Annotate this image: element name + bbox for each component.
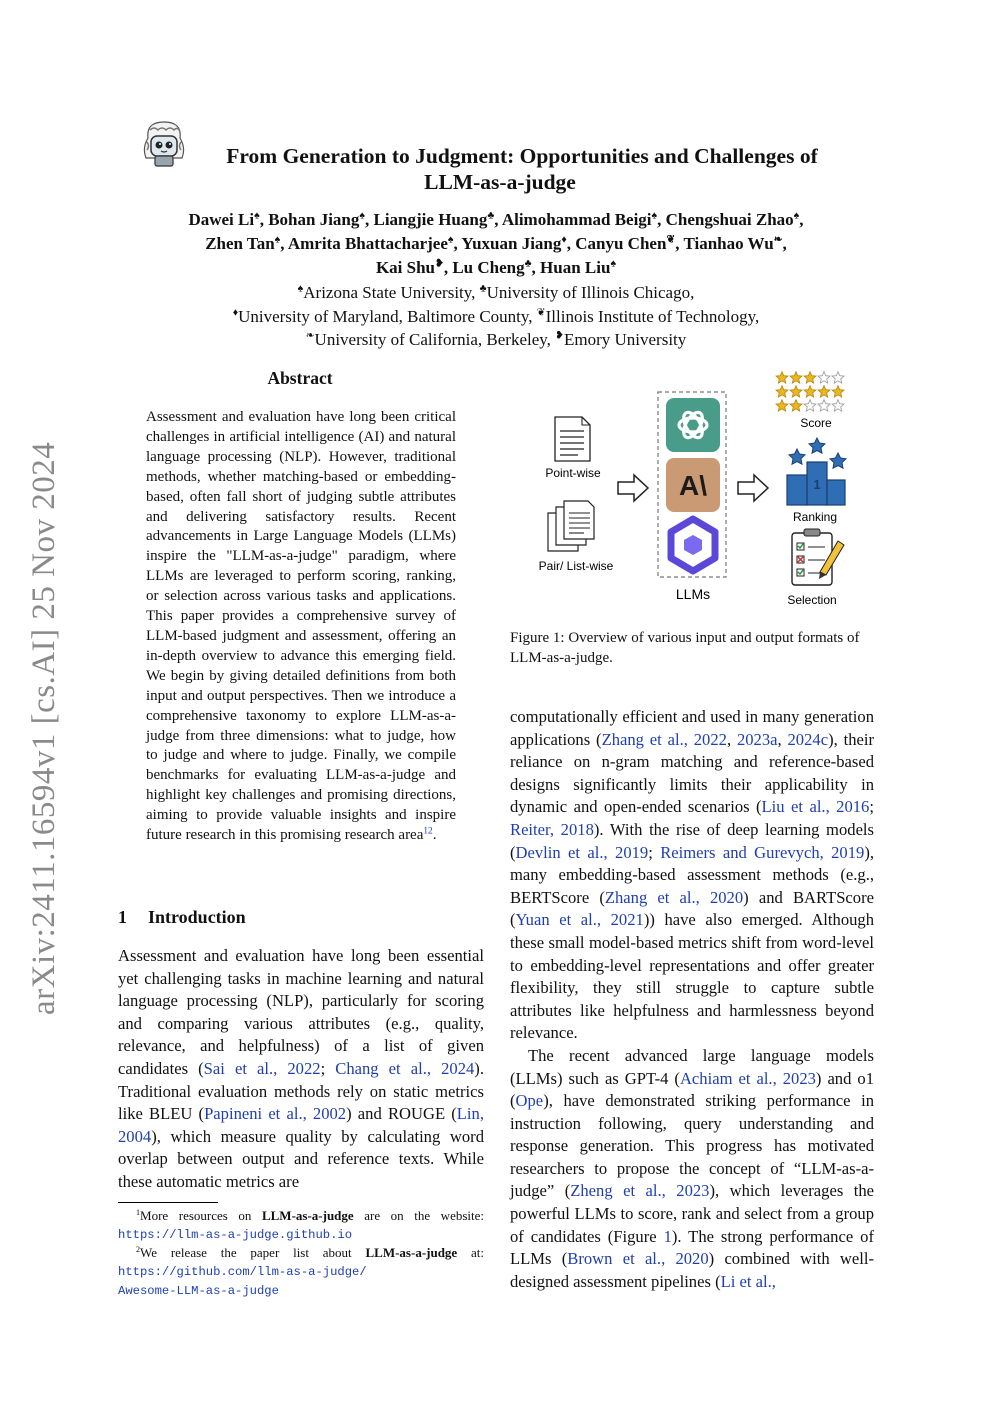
intro-right-column: computationally efficient and used in ma… [510,706,874,1293]
affiliation: ♦University of Maryland, Baltimore Count… [232,306,533,326]
author: Chengshuai Zhao♠ [665,210,800,229]
empty-star [831,370,845,384]
section-title: Introduction [148,907,246,927]
paper-title: From Generation to Judgment: Opportuniti… [100,143,900,195]
author: Lu Cheng♣ [452,258,532,277]
citation-link[interactable]: Sai et al., 2022 [203,1058,321,1078]
svg-text:A\: A\ [679,470,707,501]
intro-paragraph: The recent advanced large language model… [510,1045,875,1291]
author: Kai Shu❥ [375,258,444,277]
footnotes: 1More resources on LLM-as-a-judge are on… [118,1207,484,1301]
llm-group-box [657,391,727,578]
website-link[interactable]: https://llm-as-a-judge.github.io [118,1227,353,1242]
intro-paragraph: Assessment and evaluation have long been… [118,946,484,1191]
anthropic-logo-icon: A\ [666,458,720,512]
affiliation: ❧University of California, Berkeley, [305,330,551,349]
citation-link[interactable]: Zhang et al., 2020 [604,887,744,907]
filled-star [803,384,817,398]
citation-link[interactable]: Achiam et al., 2023 [679,1068,816,1088]
citation-link[interactable]: Papineni et al., 2002 [204,1104,347,1124]
filled-star [817,384,831,398]
author: Huan Liu♠ [540,258,617,277]
title-line-1: From Generation to Judgment: Opportuniti… [226,144,818,168]
documents-stack-icon [547,500,595,552]
footnote-2: 2We release the paper list about LLM-as-… [118,1245,485,1299]
intro-left-column: Assessment and evaluation have long been… [118,945,484,1194]
citation-link[interactable]: 2023a [736,729,778,749]
section-number: 1 [118,907,127,927]
citation-link[interactable]: Chang et al., 2024 [335,1058,475,1078]
affiliation: ❦Illinois Institute of Technology, [536,306,760,326]
title-line-2: LLM-as-a-judge [424,170,576,194]
empty-star [831,398,845,412]
filled-star [775,398,789,412]
llms-label: LLMs [676,586,710,602]
footnote-marker[interactable]: 12 [423,826,433,837]
filled-star [803,370,817,384]
filled-star [789,384,803,398]
author-list: Dawei Li♠, Bohan Jiang♠, Liangjie Huang♣… [188,210,804,277]
ranking-podium-icon: 1 [786,436,848,506]
section-heading: 1 Introduction [118,907,246,928]
filled-star [789,398,803,412]
author: Canyu Chen❦ [575,234,676,253]
affiliation-list: ♠Arizona State University, ♣University o… [100,281,892,352]
stars-rating-icon [775,370,845,412]
citation-link[interactable]: Brown et al., 2020 [567,1249,709,1269]
openai-logo-icon [666,398,720,452]
abstract-body: Assessment and evaluation have long been… [146,409,456,844]
podium-rank-number: 1 [813,477,820,492]
arrow-right-icon [737,473,770,503]
citation-link[interactable]: Devlin et al., 2019 [515,842,649,862]
ranking-label: Ranking [793,510,837,524]
author: Tianhao Wu❧ [683,234,783,253]
empty-star [817,398,831,412]
pointwise-label: Point-wise [545,466,601,480]
document-icon [554,416,591,462]
checklist-icon [791,528,845,586]
citation-link[interactable]: Yuan et al., 2021 [515,910,644,930]
author: Zhen Tan♠ [205,234,281,253]
author: Dawei Li♠ [188,210,260,229]
filled-star [775,370,789,384]
github-link[interactable]: https://github.com/llm-as-a-judge/Awesom… [118,1264,367,1299]
affiliation: ❥Emory University [555,330,687,349]
figure-1: Point-wise Pair/ List-wise A\ LLMs [539,370,848,607]
score-label: Score [800,416,832,430]
empty-star [803,398,817,412]
arrow-right-icon [617,473,650,503]
intro-paragraph: computationally efficient and used in ma… [510,707,875,1043]
citation-link[interactable]: Reiter, 2018 [510,819,594,839]
empty-star [817,370,831,384]
author: Alimohammad Beigi♠ [501,210,658,229]
citation-link[interactable]: Reimers and Gurevych, 2019 [660,842,865,862]
filled-star [775,384,789,398]
filled-star [831,384,845,398]
author: Liangjie Huang♣ [373,210,495,229]
citation-link[interactable]: Li et al., [720,1271,776,1291]
footnote-1: 1More resources on LLM-as-a-judge are on… [118,1208,485,1242]
author: Amrita Bhattacharjee♠ [287,234,454,253]
qwen-logo-icon [667,515,719,575]
arxiv-identifier: arXiv:2411.16594v1 [cs.AI] 25 Nov 2024 [26,441,62,1015]
pairwise-label: Pair/ List-wise [539,559,614,573]
author: Bohan Jiang♠ [268,210,365,229]
abstract-heading: Abstract [267,368,333,388]
citation-link[interactable]: Lin, 2004 [118,1104,484,1146]
citation-link[interactable]: 1 [663,1226,672,1246]
affiliation: ♠Arizona State University, [297,283,476,302]
citation-link[interactable]: Ope [515,1091,544,1111]
author: Yuxuan Jiang♦ [461,234,567,253]
footnote-rule [118,1202,218,1203]
citation-link[interactable]: Zhang et al., 2022 [601,729,727,749]
figure-caption: Figure 1: Overview of various input and … [510,630,860,666]
citation-link[interactable]: 2024c [787,729,829,749]
selection-label: Selection [787,593,836,607]
citation-link[interactable]: Zheng et al., 2023 [570,1181,710,1201]
robot-judge-logo-icon [143,121,185,167]
filled-star [789,370,803,384]
affiliation: ♣University of Illinois Chicago, [479,283,695,302]
citation-link[interactable]: Liu et al., 2016 [761,797,870,817]
